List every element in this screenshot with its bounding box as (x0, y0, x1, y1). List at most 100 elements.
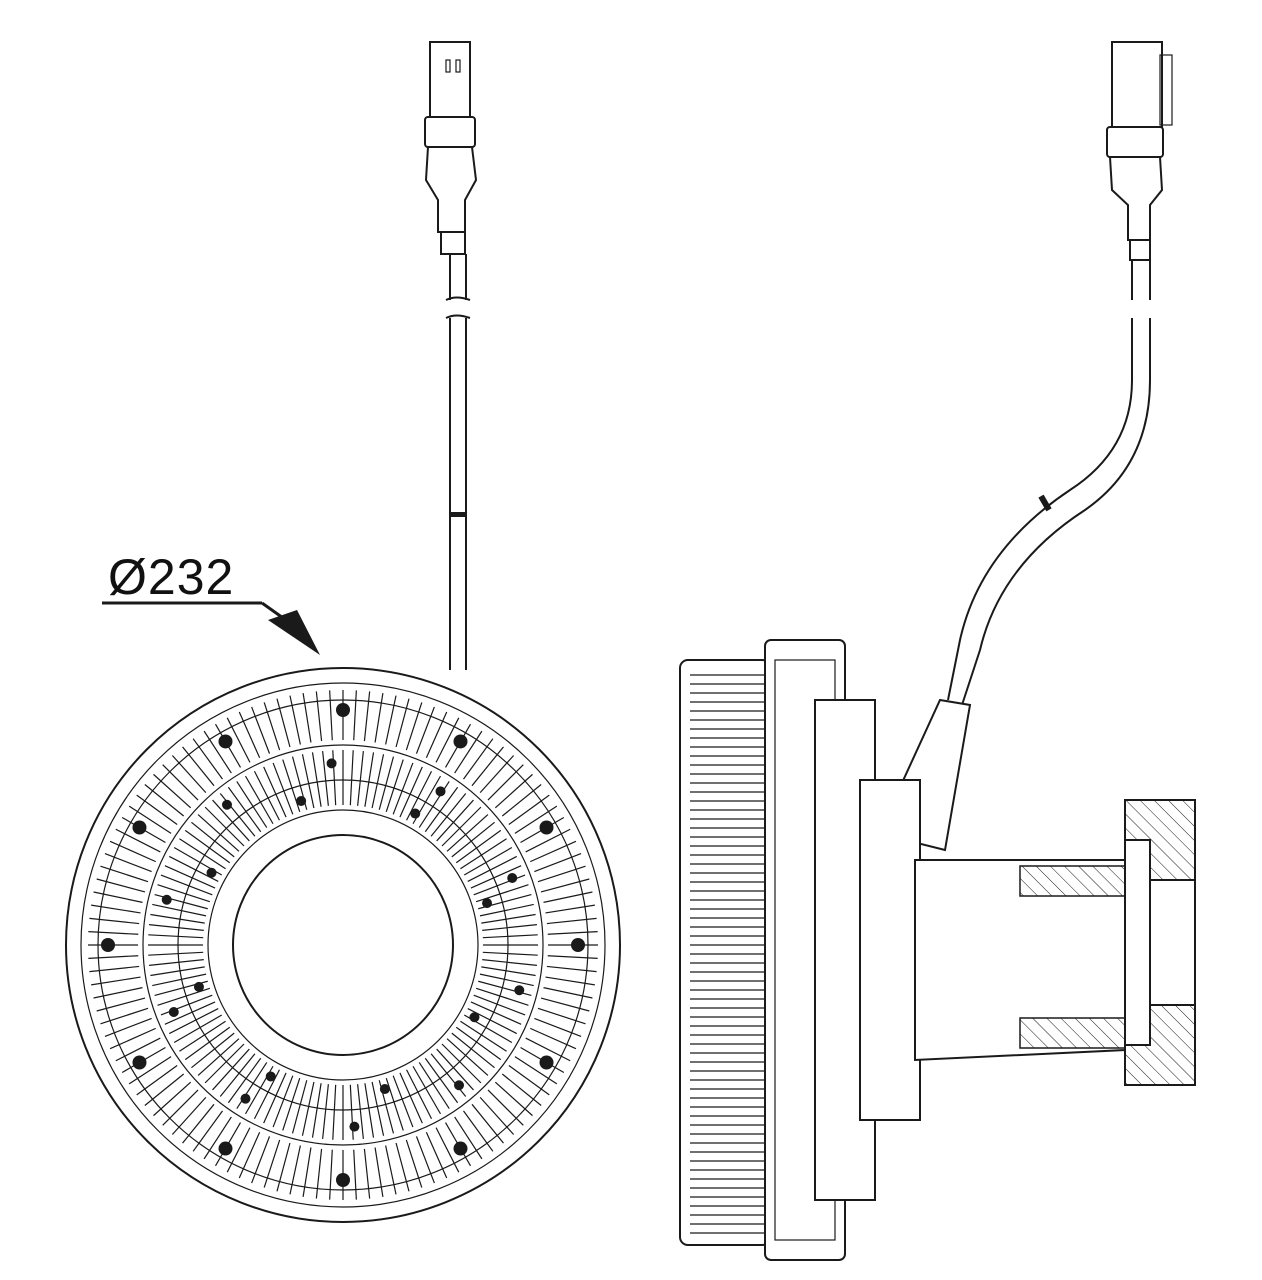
dimension-leader (102, 601, 320, 655)
fin-line (487, 1089, 524, 1126)
fin-line (353, 1149, 357, 1200)
fin-line (463, 738, 494, 780)
fin-line (203, 1116, 232, 1160)
fin-line (173, 1014, 223, 1044)
fin-line (168, 1008, 219, 1035)
fin-line (276, 698, 291, 748)
fin-line (276, 1142, 291, 1192)
fin-line (481, 966, 536, 977)
fin-line (501, 784, 542, 817)
bolt-hole (132, 820, 147, 835)
bolt-hole (218, 1141, 233, 1156)
fin-line (494, 773, 533, 809)
front-cable (445, 254, 471, 670)
fin-line (435, 717, 460, 763)
fin-line (153, 1081, 192, 1117)
fin-line (91, 976, 141, 986)
fin-line (482, 959, 537, 966)
fin-line (530, 1027, 577, 1050)
fin-line (302, 1147, 312, 1197)
center-bore (232, 834, 454, 1056)
fin-line (192, 1110, 223, 1152)
fin-line (329, 690, 333, 741)
bolt-hole (453, 734, 468, 749)
fin-line (470, 1001, 522, 1025)
fin-line (315, 1148, 323, 1199)
fin-line (227, 1057, 262, 1104)
fin-line (385, 1145, 397, 1195)
fin-line (100, 865, 149, 883)
fin-line (415, 706, 435, 754)
fin-line (392, 1075, 414, 1128)
fin-line (543, 987, 593, 999)
fin-line (463, 846, 513, 876)
fin-line (546, 917, 597, 925)
fin-line (128, 805, 172, 834)
fin-line (191, 1032, 235, 1069)
fin-line (481, 913, 536, 924)
fin-line (128, 1056, 172, 1085)
fin-line (537, 865, 586, 883)
fin-line (395, 1142, 410, 1192)
fin-line (349, 750, 354, 806)
fin-line (219, 1053, 256, 1097)
fin-line (263, 766, 287, 818)
fin-line (545, 904, 595, 914)
fin-line (514, 1056, 558, 1085)
fan-drum (679, 659, 771, 1246)
fin-line (451, 1032, 495, 1069)
fin-line (454, 1116, 483, 1160)
fin-line (311, 752, 322, 807)
fin-line (415, 1136, 435, 1184)
fin-line (543, 891, 593, 903)
fin-line (385, 695, 397, 745)
bolt-hole (336, 703, 350, 717)
fin-line (471, 746, 504, 787)
fin-line (150, 913, 205, 924)
fin-line (144, 784, 185, 817)
fin-line (144, 1073, 185, 1106)
fin-line (430, 793, 467, 837)
fin-line (197, 1038, 240, 1076)
bolt-hole (161, 894, 172, 905)
bolt-hole (206, 867, 217, 878)
fin-line (182, 746, 215, 787)
bolt-hole (221, 799, 232, 810)
fin-line (547, 955, 598, 959)
fin-line (212, 799, 250, 842)
fin-line (253, 770, 280, 821)
fin-line (487, 764, 524, 801)
fin-line (454, 730, 483, 774)
fin-line (460, 838, 507, 870)
bolt-hole (349, 1121, 360, 1132)
fin-line (115, 828, 161, 853)
fin-line (160, 874, 213, 896)
fin-line (424, 1057, 459, 1104)
fin-line (204, 1043, 245, 1084)
fin-line (482, 934, 538, 939)
fin-line (473, 994, 526, 1016)
fin-line (291, 1080, 308, 1134)
fin-line (322, 751, 329, 806)
fin-line (540, 878, 590, 893)
fin-line (236, 781, 268, 828)
fin-line (418, 1062, 450, 1109)
fin-line (322, 1084, 329, 1139)
fin-line (251, 706, 271, 754)
fin-line (88, 955, 139, 959)
fin-line (91, 904, 141, 914)
fin-line (315, 691, 323, 742)
fin-line (525, 1037, 571, 1062)
fin-line (184, 829, 231, 864)
bolt-hole (132, 1055, 147, 1070)
fin-line (446, 1038, 489, 1076)
fin-line (451, 821, 495, 858)
fin-line (244, 775, 274, 825)
bolt-hole (514, 985, 525, 996)
fin-line (115, 1037, 161, 1062)
fin-line (109, 1027, 156, 1050)
bolt-hole (507, 873, 518, 884)
fin-line (96, 878, 146, 893)
fin-line (311, 1083, 322, 1138)
fin-line (197, 814, 240, 852)
